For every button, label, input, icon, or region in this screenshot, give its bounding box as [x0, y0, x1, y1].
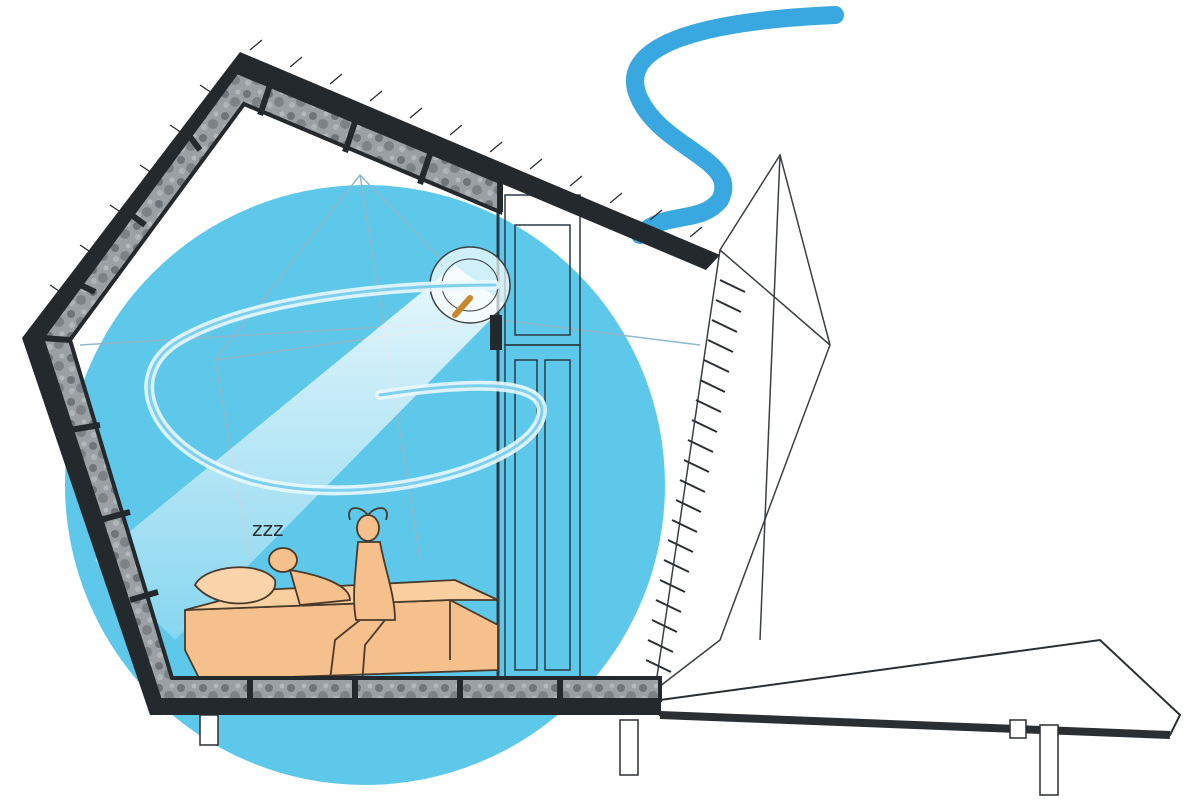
outside-airflow-stream — [635, 15, 835, 235]
louvered-facade — [655, 155, 830, 690]
deck — [620, 640, 1180, 795]
floor-supports — [200, 715, 218, 745]
sleep-zzz-text: zzz — [252, 517, 284, 541]
